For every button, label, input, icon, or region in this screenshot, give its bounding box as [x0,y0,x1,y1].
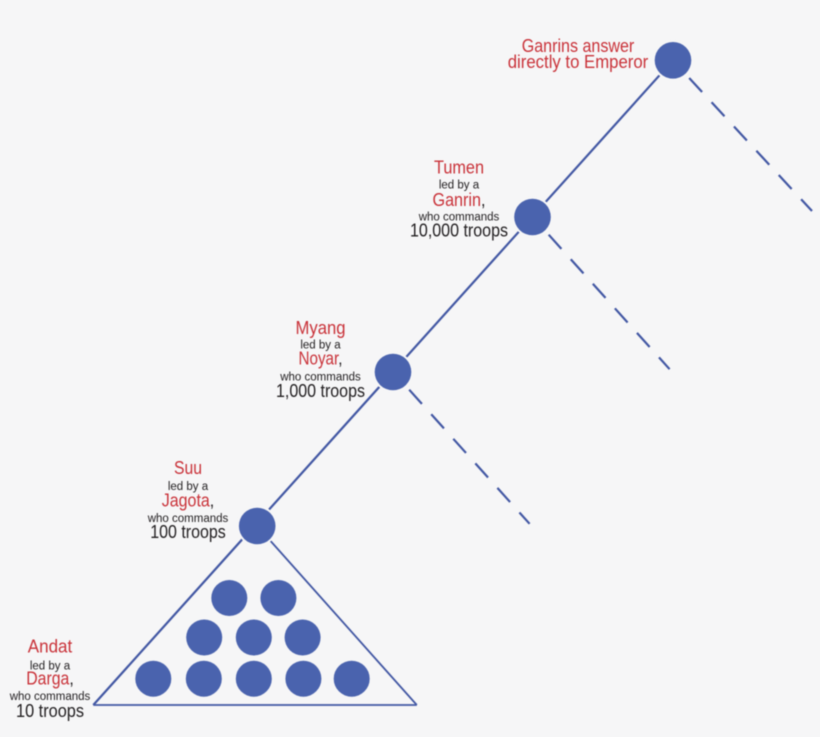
svg-text:Andat: Andat [28,636,73,656]
svg-text:led by a: led by a [439,179,480,191]
svg-text:who commands: who commands [147,513,229,525]
svg-text:Darga,: Darga, [26,669,74,689]
svg-text:led by a: led by a [30,661,71,673]
svg-text:Tumen: Tumen [434,158,484,178]
svg-text:Suu: Suu [174,458,202,478]
svg-text:who commands: who commands [418,212,500,224]
svg-text:who commands: who commands [9,691,91,703]
svg-text:10,000 troops: 10,000 troops [410,221,508,241]
svg-text:10 troops: 10 troops [16,701,84,721]
svg-text:Jagota,: Jagota, [162,491,215,511]
svg-text:led by a: led by a [168,481,209,493]
svg-text:Noyar,: Noyar, [299,349,343,369]
svg-text:Ganrin,: Ganrin, [433,190,486,210]
svg-text:100 troops: 100 troops [150,522,226,542]
svg-text:directly to Emperor: directly to Emperor [508,52,649,72]
svg-text:led by a: led by a [300,340,341,352]
svg-text:Myang: Myang [296,318,346,338]
svg-text:Ganrins answer: Ganrins answer [522,36,635,56]
svg-text:1,000 troops: 1,000 troops [276,381,365,401]
svg-text:who commands: who commands [279,372,361,384]
